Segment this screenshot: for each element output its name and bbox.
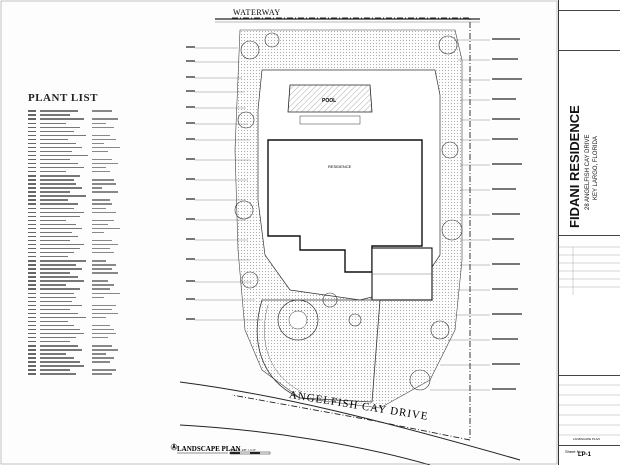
plant-list-row bbox=[28, 122, 164, 124]
plant-list-row bbox=[28, 239, 164, 242]
plant-list-row bbox=[28, 320, 164, 323]
plant-list-row bbox=[28, 154, 164, 157]
plant-list-row bbox=[28, 353, 164, 355]
plant-list-row bbox=[28, 312, 164, 315]
plant-list-row bbox=[28, 195, 164, 197]
plant-list-row bbox=[28, 150, 164, 153]
plant-list-row bbox=[28, 308, 164, 311]
plant-list-row bbox=[28, 288, 164, 290]
waterway-label: WATERWAY bbox=[233, 8, 281, 17]
residence-label: RESIDENCE bbox=[328, 164, 352, 169]
plant-list-row bbox=[28, 252, 164, 254]
plant-list-row bbox=[28, 231, 164, 234]
plant-list-row bbox=[28, 167, 164, 169]
plant-list-row bbox=[28, 130, 164, 133]
plant-list-row bbox=[28, 187, 164, 189]
plant-list-rows bbox=[28, 110, 164, 377]
plant-list-row bbox=[28, 256, 164, 258]
property-line bbox=[231, 17, 471, 441]
sheet-info-cell: LANDSCAPE PLAN bbox=[559, 375, 620, 446]
project-name: FIDANI RESIDENCE bbox=[567, 105, 582, 228]
plant-list-row bbox=[28, 272, 164, 274]
project-address-line1: 28 ANGELFISH CAY DRIVE bbox=[585, 134, 591, 210]
plant-list: PLANT LIST bbox=[28, 84, 164, 377]
pool-label: POOL bbox=[322, 98, 337, 104]
plant-list-row bbox=[28, 203, 164, 205]
plant-list-row bbox=[28, 243, 164, 246]
plant-list-row bbox=[28, 324, 164, 327]
plant-list-row bbox=[28, 276, 164, 278]
plant-list-row bbox=[28, 223, 164, 226]
plant-list-row bbox=[28, 219, 164, 222]
sheet-number-prefix: Sheet No. bbox=[565, 449, 583, 454]
title-block: FIDANI RESIDENCE 28 ANGELFISH CAY DRIVE … bbox=[558, 0, 620, 465]
plant-list-row bbox=[28, 158, 164, 161]
plant-list-row bbox=[28, 175, 164, 177]
plant-list-row bbox=[28, 349, 164, 351]
street-curb bbox=[179, 381, 521, 461]
plant-list-row bbox=[28, 211, 164, 213]
plant-list-row bbox=[28, 215, 164, 217]
plant-list-row bbox=[28, 146, 164, 149]
plant-list-row bbox=[28, 292, 164, 294]
plant-list-row bbox=[28, 341, 164, 343]
plant-list-row bbox=[28, 183, 164, 185]
plant-list-row bbox=[28, 118, 164, 120]
plan-title: LANDSCAPE PLAN bbox=[177, 445, 241, 453]
plant-list-row bbox=[28, 369, 164, 371]
plant-list-row bbox=[28, 179, 164, 181]
plant-list-row bbox=[28, 235, 164, 238]
plant-list-row bbox=[28, 163, 164, 165]
plant-list-row bbox=[28, 247, 164, 250]
plant-list-row bbox=[28, 332, 164, 335]
plant-list-row bbox=[28, 365, 164, 367]
plant-list-row bbox=[28, 114, 164, 116]
plant-list-row bbox=[28, 284, 164, 286]
site-plan-drawing bbox=[0, 0, 558, 465]
project-address-line2: KEY LARGO, FLORIDA bbox=[593, 136, 599, 200]
plant-list-row bbox=[28, 337, 164, 339]
plant-list-row bbox=[28, 110, 164, 112]
firm-info-cell bbox=[559, 10, 620, 51]
plant-list-row bbox=[28, 373, 164, 375]
firm-cell bbox=[559, 0, 620, 11]
plant-list-row bbox=[28, 199, 164, 201]
plant-list-row bbox=[28, 134, 164, 137]
plant-list-row bbox=[28, 207, 164, 209]
plant-list-row bbox=[28, 171, 164, 173]
north-arrow-icon bbox=[170, 443, 178, 451]
plant-list-row bbox=[28, 296, 164, 298]
tree-symbols bbox=[234, 32, 463, 391]
scale-label: SCALE: 1/8" = 1'-0" bbox=[230, 448, 257, 452]
left-callout-leaders bbox=[195, 47, 262, 321]
plant-list-row bbox=[28, 361, 164, 363]
plant-list-row bbox=[28, 227, 164, 230]
scale-bar bbox=[229, 451, 271, 455]
plant-list-row bbox=[28, 304, 164, 307]
plant-list-row bbox=[28, 191, 164, 193]
plant-list-row bbox=[28, 260, 164, 262]
right-callout-leaders bbox=[430, 39, 490, 391]
plant-list-row bbox=[28, 345, 164, 347]
revisions-cell bbox=[559, 235, 620, 376]
plant-list-row bbox=[28, 268, 164, 270]
residence-footprint bbox=[267, 139, 423, 273]
plant-list-row bbox=[28, 126, 164, 128]
plant-list-row bbox=[28, 300, 164, 302]
driveway bbox=[256, 299, 381, 403]
sheet-number: LP-1 bbox=[578, 452, 592, 458]
plant-list-row bbox=[28, 264, 164, 266]
plant-list-row bbox=[28, 316, 164, 319]
plant-list-row bbox=[28, 142, 164, 145]
plant-list-row bbox=[28, 357, 164, 359]
plant-list-row bbox=[28, 280, 164, 282]
pool bbox=[287, 84, 373, 113]
plant-list-title: PLANT LIST bbox=[28, 92, 98, 104]
plant-list-row bbox=[28, 138, 164, 141]
sheet-title: LANDSCAPE PLAN bbox=[573, 437, 600, 441]
project-cell: FIDANI RESIDENCE 28 ANGELFISH CAY DRIVE … bbox=[559, 50, 620, 236]
plant-list-row bbox=[28, 328, 164, 331]
